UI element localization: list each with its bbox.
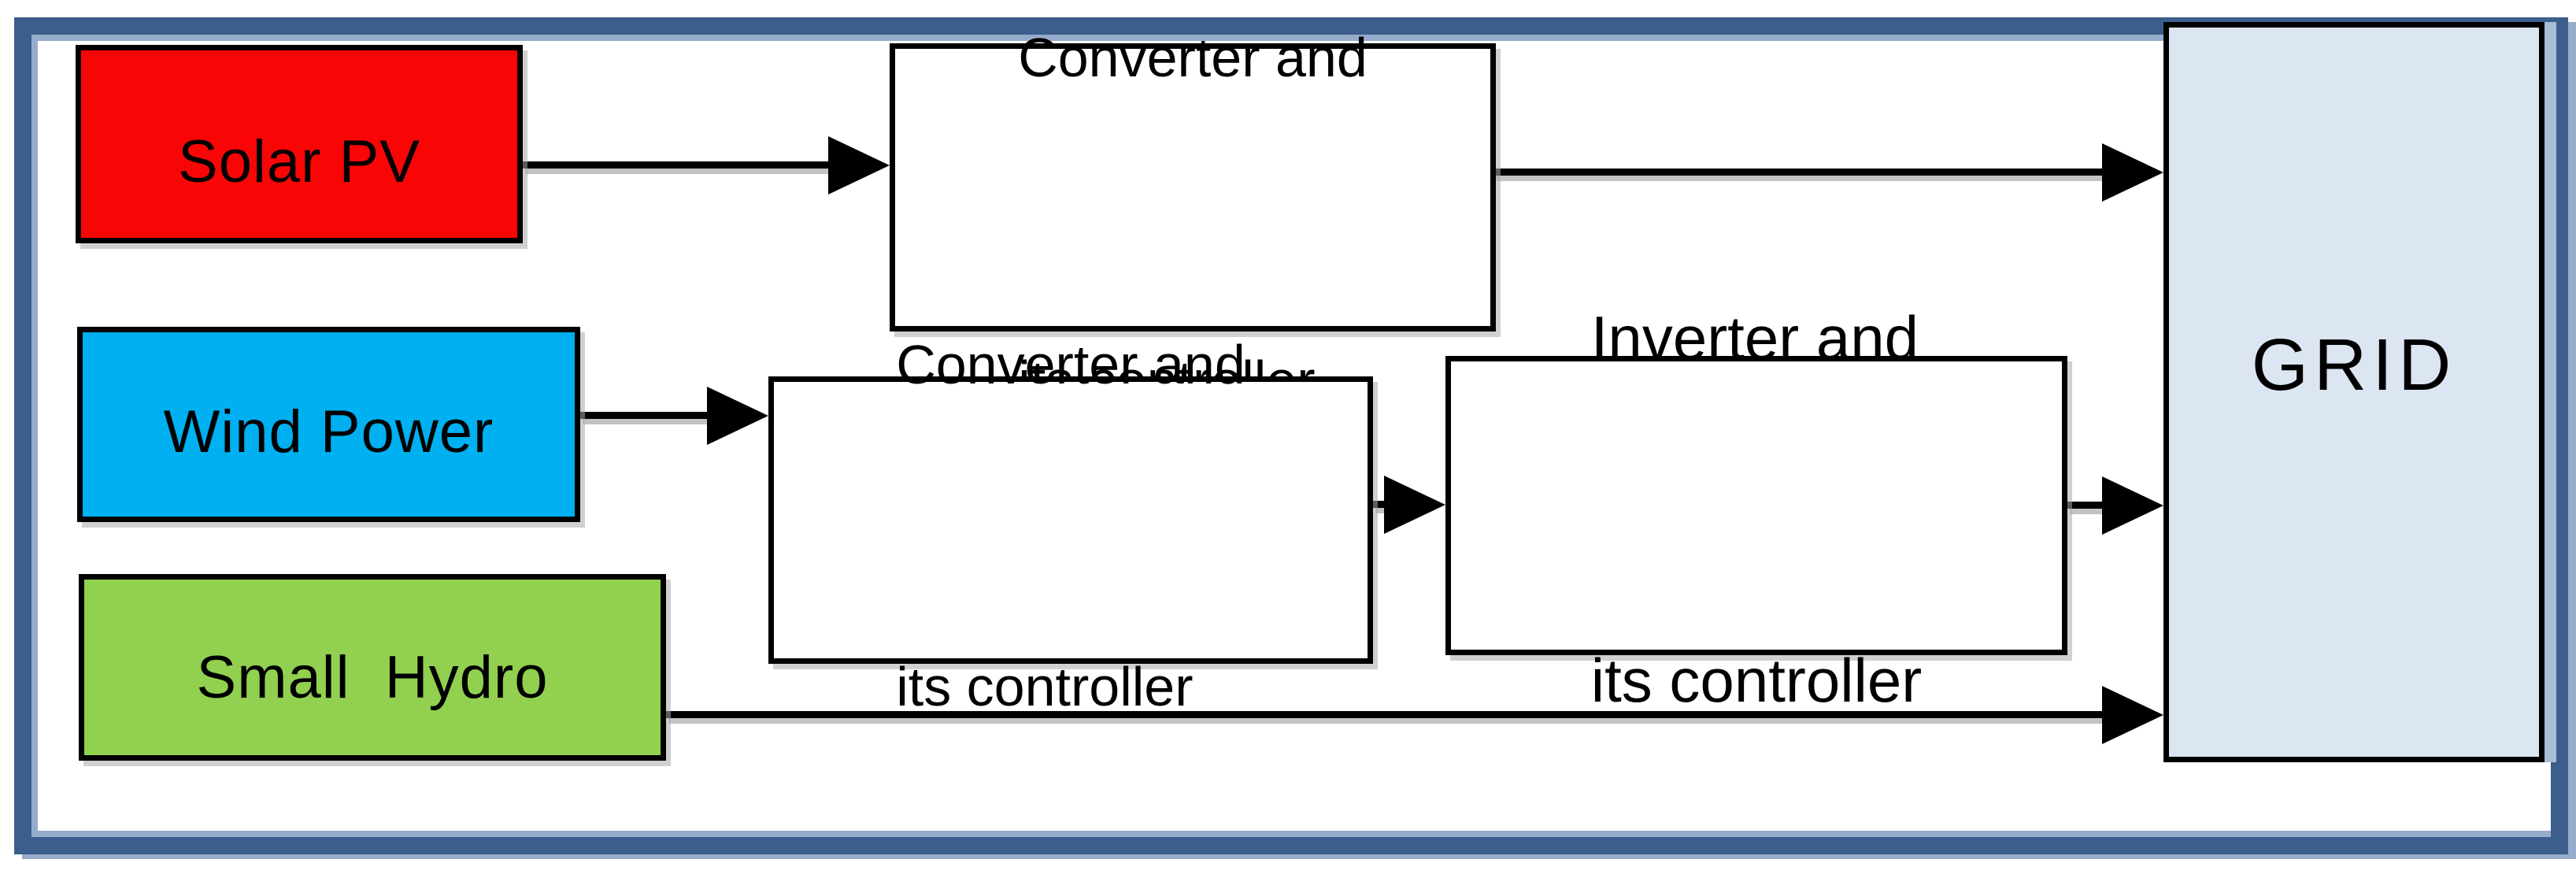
outer-frame [14, 17, 2568, 854]
converter-middle-line2: its controller [896, 656, 1194, 717]
arrowhead-icon [1384, 476, 1445, 534]
arrowhead-icon [2102, 143, 2163, 202]
grid-box: GRID [2163, 22, 2545, 762]
small-hydro-box: Small Hydro [79, 574, 666, 761]
grid-label: GRID [2251, 323, 2457, 406]
arrowhead-icon [828, 136, 890, 194]
wind-power-box: Wind Power [77, 327, 580, 522]
wind-power-label: Wind Power [163, 398, 494, 465]
inverter-line2: its controller [1590, 646, 1923, 716]
arrow-line [666, 711, 2118, 718]
arrow-line [1490, 169, 2118, 176]
converter-top-line1: Converter and [1018, 27, 1368, 88]
inverter-box: Inverter and its controller [1445, 303, 2067, 715]
inverter-label: Inverter and its controller [1591, 53, 1922, 878]
arrowhead-icon [2102, 476, 2163, 535]
arrow-line [2067, 502, 2118, 509]
arrowhead-icon [707, 387, 768, 445]
small-hydro-label: Small Hydro [196, 644, 549, 711]
arrowhead-icon [2102, 686, 2163, 744]
solar-pv-box: Solar PV [76, 45, 523, 243]
solar-pv-label: Solar PV [178, 128, 420, 195]
arrow-line [580, 412, 723, 419]
converter-middle-line1: Converter and [896, 333, 1245, 395]
arrow-line [523, 161, 844, 169]
converter-middle-box: Converter and its controller [768, 334, 1373, 717]
converter-middle-label: Converter and its controller [896, 96, 1245, 878]
outer-frame-inner-line [31, 35, 2551, 837]
inverter-line1: Inverter and [1590, 302, 1919, 372]
